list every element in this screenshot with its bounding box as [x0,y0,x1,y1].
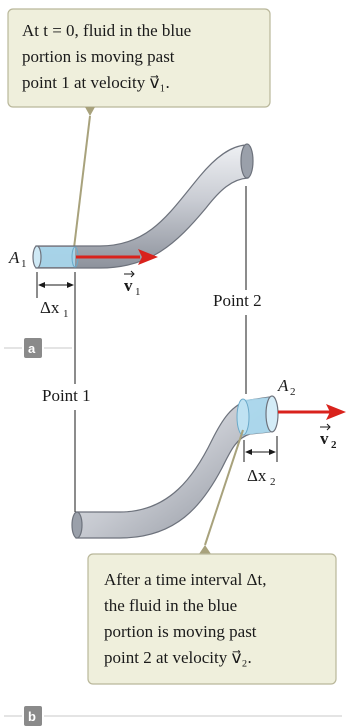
velocity-arrow-2 [278,404,346,420]
panel-a-divider: a [4,338,72,358]
callout-bottom-leader [204,429,244,546]
panel-a-tag: a [28,341,36,356]
label-dx1-sub: 1 [63,308,69,320]
callout-top-line3: point 1 at velocity v⃗₁. [22,73,170,92]
callout-bottom-line1: After a time interval Δt, [104,570,266,589]
pipe-a-inlet [32,245,42,269]
panel-b-tag: b [28,709,36,724]
label-dx1: Δx [40,298,60,317]
callout-top-box [7,8,271,108]
label-point1: Point 1 [42,386,91,405]
callout-bottom-line3: portion is moving past [104,622,257,641]
pipe-b-outlet [265,395,279,433]
v1-vector-arrow-mark [124,270,135,278]
callout-bottom-line4: point 2 at velocity v⃗₂. [104,648,252,667]
dx1-dimension [36,272,76,298]
callout-top-pointer [85,107,95,116]
pipe-a [32,143,254,269]
label-dx2-sub: 2 [270,476,276,488]
callout-top: At t = 0, fluid in the blue portion is m… [7,8,271,249]
label-v1: v [124,276,133,295]
callout-top-leader [73,115,91,249]
label-A2: A [277,376,289,395]
panel-b-divider: b [4,706,342,726]
dx2-dimension [243,436,278,462]
callout-bottom-pointer [199,545,211,554]
callout-bottom-box [87,553,337,685]
fluid-portion-1 [37,247,75,267]
label-A1: A [8,248,20,267]
callout-bottom: After a time interval Δt, the fluid in t… [87,429,337,685]
label-v2-sub: 2 [331,439,337,451]
fluid-portion-2 [243,397,272,435]
label-dx2: Δx [247,466,267,485]
fluid-boundary-2 [236,398,250,436]
velocity-arrow-1 [76,249,158,265]
v2-vector-arrow-mark [320,423,331,431]
callout-bottom-line2: the fluid in the blue [104,596,237,615]
label-A2-sub: 2 [290,386,296,398]
pipe-b [71,395,279,539]
pipe-a-outlet [240,143,254,179]
callout-top-line2: portion is moving past [22,47,175,66]
label-point2: Point 2 [213,291,262,310]
label-A1-sub: 1 [21,258,27,270]
label-v2: v [320,429,329,448]
callout-top-line1: At t = 0, fluid in the blue [22,21,191,40]
pipe-b-inlet [71,511,83,539]
label-v1-sub: 1 [135,286,141,298]
